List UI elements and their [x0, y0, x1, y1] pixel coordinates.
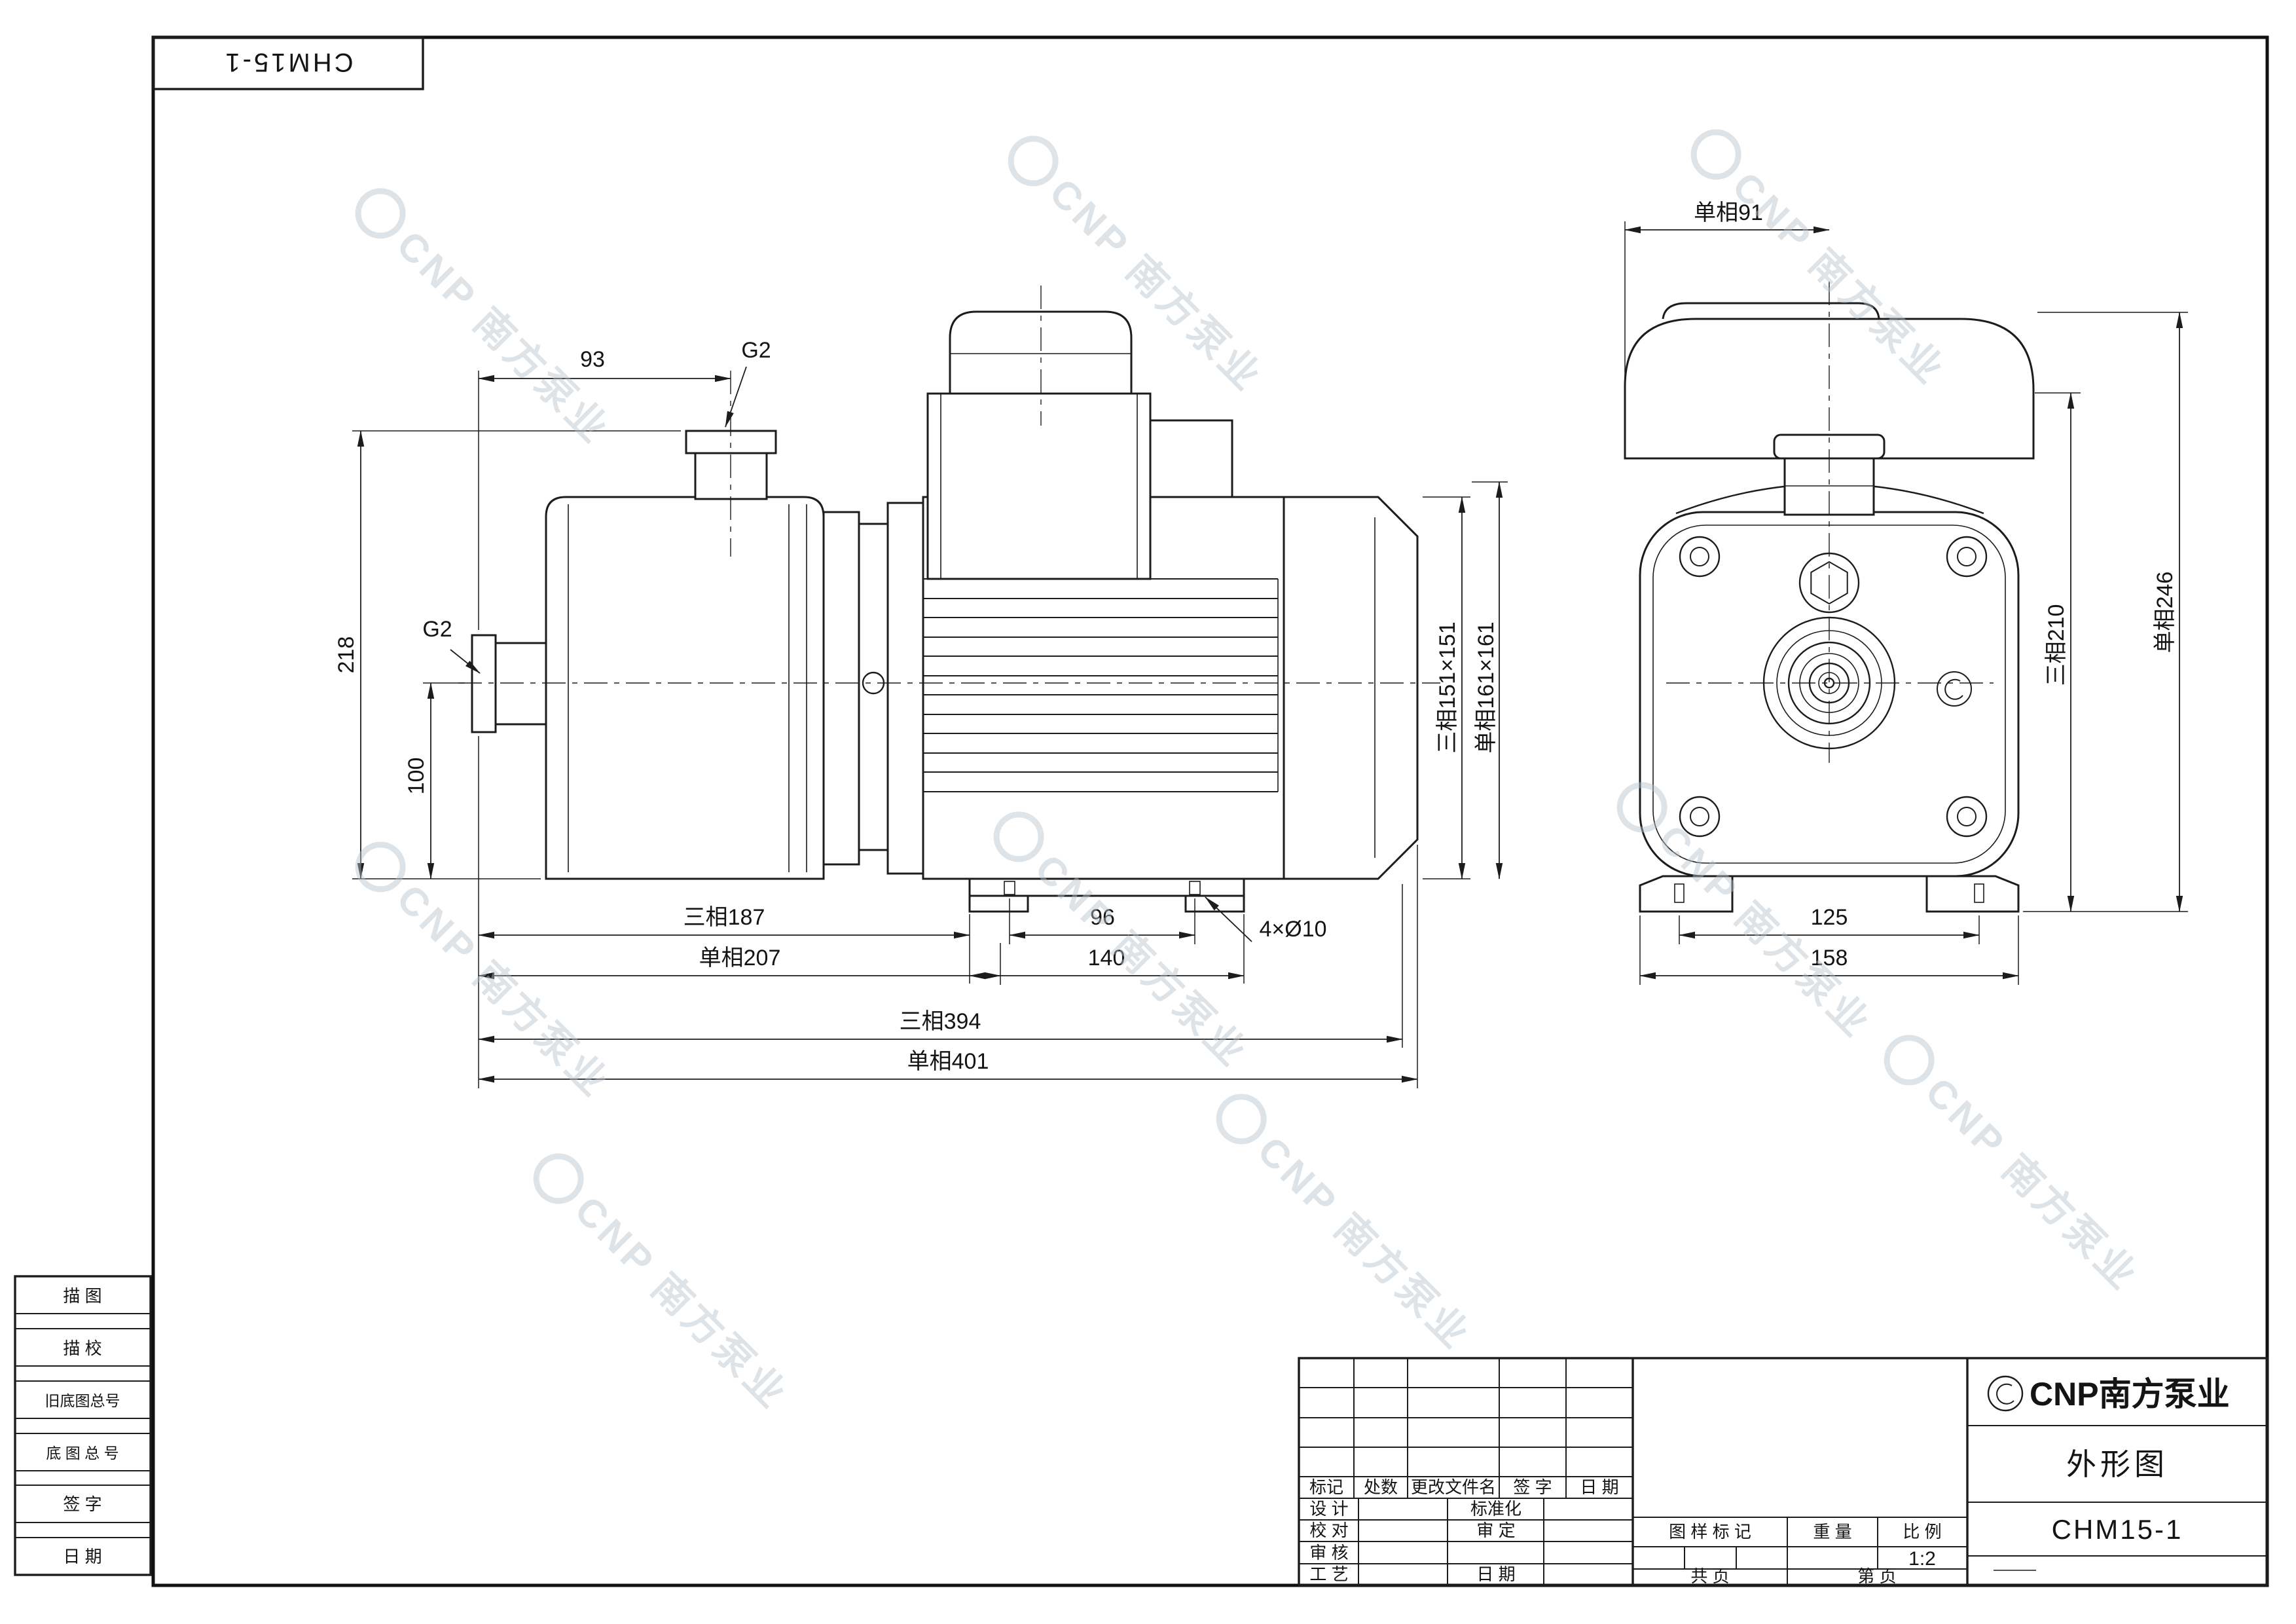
dim-140-label: 140: [1088, 946, 1125, 970]
watermark-text: CNP 南方泵业: [388, 876, 619, 1107]
dim-158-label: 158: [1811, 946, 1848, 970]
strip-item-check: 描 校: [63, 1338, 101, 1358]
dim-161-label: 单相161×161: [1474, 621, 1499, 753]
doc-type: 外形图: [2066, 1447, 2168, 1481]
rev-col-file: 更改文件名: [1411, 1477, 1496, 1497]
top-left-code: CHM15-1: [223, 48, 353, 77]
cnp-face-logo: [1937, 671, 1972, 707]
dim-93-label: 93: [580, 347, 605, 372]
dim-210-label: 三相210: [2044, 604, 2069, 686]
dim-246-label: 单相246: [2153, 572, 2178, 654]
strip-item-sign: 签 字: [63, 1494, 101, 1514]
strip-item-old-no: 旧底图总号: [45, 1392, 120, 1409]
dim-218-label: 218: [334, 637, 359, 674]
side-view: [458, 286, 1440, 913]
dim-holes-label: 4×Ø10: [1259, 917, 1326, 942]
role-date: 日 期: [1476, 1564, 1515, 1584]
role-design: 设 计: [1309, 1499, 1348, 1519]
dim-100-label: 100: [404, 758, 429, 795]
model-code: CHM15-1: [2052, 1514, 2183, 1545]
brand-name: CNP南方泵业: [2030, 1376, 2230, 1412]
role-audit: 审 核: [1309, 1543, 1348, 1562]
title-block: 标记 处数 更改文件名 签 字 日 期 设 计 标准化 校 对 审 定 审 核 …: [1298, 1357, 2269, 1587]
watermark-text: CNP 南方泵业: [566, 1188, 797, 1418]
strip-item-trace: 描 图: [63, 1286, 101, 1306]
dim-207-label: 单相207: [699, 946, 781, 970]
mark-label: 图 样 标 记: [1669, 1522, 1751, 1541]
dim-g2-top-label: G2: [741, 338, 771, 363]
left-strip: 描 图 描 校 旧底图总号 底 图 总 号 签 字 日 期: [14, 1275, 152, 1576]
rev-col-date: 日 期: [1580, 1477, 1618, 1497]
strip-item-date: 日 期: [63, 1547, 101, 1566]
watermark-text: CNP 南方泵业: [1249, 1128, 1480, 1359]
brand-logo-icon: [1987, 1375, 2024, 1412]
watermark-text: CNP 南方泵业: [1917, 1069, 2147, 1300]
weight-label: 重 量: [1813, 1522, 1851, 1541]
dim-96-label: 96: [1090, 905, 1115, 930]
dim-g2-inlet-label: G2: [422, 617, 452, 642]
role-approve: 审 定: [1476, 1521, 1515, 1540]
role-craft: 工 艺: [1309, 1564, 1348, 1584]
dim-151-label: 三相151×151: [1435, 621, 1460, 753]
side-view-dimensions: 93 G2 G2 218 100 三相187 96 单相207 140 4×Ø1…: [334, 338, 1508, 1088]
dim-401-label: 单相401: [907, 1049, 989, 1074]
dim-125-label: 125: [1811, 905, 1848, 930]
role-proof: 校 对: [1309, 1521, 1348, 1540]
strip-item-base-no: 底 图 总 号: [46, 1445, 118, 1462]
rev-col-count: 处数: [1364, 1477, 1398, 1497]
rev-col-sign: 签 字: [1513, 1477, 1552, 1497]
dim-187-label: 三相187: [683, 905, 765, 930]
frame: CHM15-1: [151, 35, 2269, 1587]
rev-col-mark: 标记: [1309, 1477, 1343, 1497]
scale-value: 1:2: [1908, 1548, 1936, 1570]
role-standardize: 标准化: [1470, 1499, 1522, 1519]
page-no: 第 页: [1857, 1566, 1896, 1586]
front-view: [1624, 282, 2035, 913]
dim-91-label: 单相91: [1694, 200, 1763, 225]
scale-label: 比 例: [1903, 1522, 1941, 1541]
total-pages: 共 页: [1690, 1566, 1729, 1586]
front-view-dimensions: 单相91 三相210 单相246 125 158: [1624, 200, 2188, 985]
dim-394-label: 三相394: [900, 1009, 981, 1034]
watermark-text: CNP 南方泵业: [388, 223, 619, 453]
